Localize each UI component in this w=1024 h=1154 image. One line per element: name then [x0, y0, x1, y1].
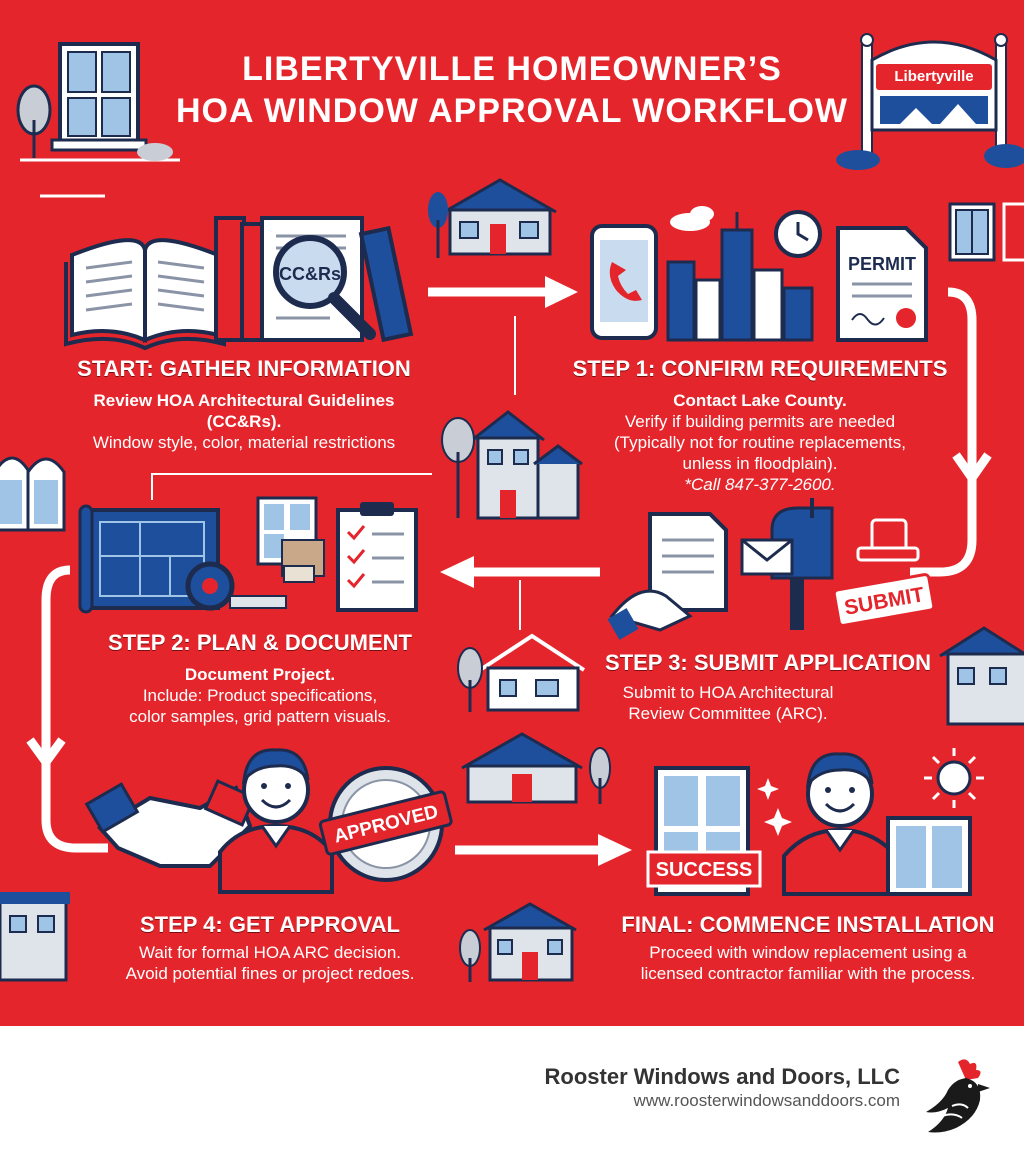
title-line-1: LIBERTYVILLE HOMEOWNER’S: [242, 50, 782, 88]
window-icon-right-edge: [948, 202, 1024, 262]
patio-door-icon: [886, 816, 972, 896]
connector-step2-to-step4: [41, 565, 108, 853]
mailbox-icon: [740, 488, 834, 630]
step-start-line-2: (CC&Rs).: [206, 412, 282, 431]
company-name: Rooster Windows and Doors, LLC: [544, 1064, 900, 1089]
step-final-line-1: Proceed with window replacement using a: [649, 943, 967, 962]
city-skyline-icon: [666, 206, 822, 342]
arrowhead-step4-to-final: [598, 834, 632, 866]
contractor-smiling-icon: [782, 752, 898, 896]
new-window-success-icon: SUCCESS: [646, 766, 792, 896]
step-3-title: STEP 3: SUBMIT APPLICATION: [605, 650, 931, 675]
person-smiling-icon: [218, 748, 334, 894]
step-4-line-2: Avoid potential fines or project redoes.: [125, 964, 415, 983]
step-final-line-2: licensed contractor familiar with the pr…: [640, 964, 976, 983]
handshake-icon: [84, 779, 257, 868]
house-icon-left-edge: [0, 892, 70, 982]
step-start-line-1: Review HOA Architectural Guidelines: [93, 391, 395, 410]
step-1-line-2: Verify if building permits are needed: [624, 412, 896, 431]
house-icon-middle: [457, 633, 586, 712]
ccrs-label: CC&Rs: [279, 264, 341, 284]
window-sample-icon: [256, 496, 325, 583]
arrowhead-start-to-step1: [545, 276, 578, 308]
blueprint-icon: [78, 504, 287, 614]
workflow-illustrations: CC&Rs: [0, 33, 1024, 982]
binder-ccrs-icon: CC&Rs: [214, 216, 414, 343]
step-1-line-5: *Call 847-377-2600.: [684, 475, 836, 494]
house-icon-top: [428, 178, 557, 258]
submit-stamp-icon: SUBMIT: [832, 518, 936, 627]
house-icon-bottom: [459, 902, 577, 982]
documents-hand-icon: [607, 512, 728, 640]
company-url: www.roosterwindowsanddoors.com: [633, 1091, 900, 1110]
permit-document-icon: PERMIT: [836, 226, 928, 342]
libertyville-sign-icon: [836, 33, 1024, 170]
phone-icon: [590, 224, 658, 340]
house-icon-lower: [461, 732, 611, 804]
step-3-line-1: Submit to HOA Architectural: [622, 683, 834, 702]
arrowhead-step2-down: [26, 737, 66, 770]
infographic-canvas: CC&Rs: [0, 0, 1024, 1026]
approved-seal-icon: APPROVED: [318, 766, 453, 882]
permit-label: PERMIT: [848, 254, 916, 274]
guidelines-book-icon: [64, 238, 226, 351]
step-1-line-3: (Typically not for routine replacements,: [614, 433, 906, 452]
arrowhead-step1-down: [952, 452, 992, 486]
step-1-title: STEP 1: CONFIRM REQUIREMENTS: [572, 356, 948, 381]
sun-icon: [924, 748, 984, 808]
arched-window-icon-left: [0, 456, 66, 532]
sign-label: Libertyville: [894, 68, 974, 85]
house-icon-center: [441, 410, 583, 520]
step-3-line-2: Review Committee (ARC).: [628, 704, 828, 723]
arrowhead-step3-to-step2: [440, 556, 474, 588]
step-2-title: STEP 2: PLAN & DOCUMENT: [108, 630, 412, 655]
checklist-clipboard-icon: [336, 502, 418, 612]
step-final-title: FINAL: COMMENCE INSTALLATION: [621, 912, 995, 937]
title-line-2: HOA WINDOW APPROVAL WORKFLOW: [175, 92, 849, 130]
step-4-title: STEP 4: GET APPROVAL: [140, 912, 400, 937]
step-start-title: START: GATHER INFORMATION: [77, 356, 411, 381]
rooster-logo-icon: [926, 1059, 990, 1133]
step-2-line-1: Document Project.: [184, 665, 336, 684]
step-4-line-1: Wait for formal HOA ARC decision.: [138, 943, 401, 962]
step-1-line-4: unless in floodplain).: [682, 454, 838, 473]
connector-step1-to-step3: [910, 287, 977, 577]
step-2-line-3: color samples, grid pattern visuals.: [129, 707, 391, 726]
step-start-line-3: Window style, color, material restrictio…: [92, 433, 396, 452]
footer: [0, 1026, 1024, 1154]
success-label: SUCCESS: [656, 859, 753, 881]
window-icon-topleft: [16, 42, 173, 161]
step-2-line-2: Include: Product specifications,: [142, 686, 378, 705]
step-1-line-1: Contact Lake County.: [673, 391, 847, 410]
house-icon-right-edge: [939, 626, 1024, 726]
flow-connectors: [20, 158, 992, 866]
